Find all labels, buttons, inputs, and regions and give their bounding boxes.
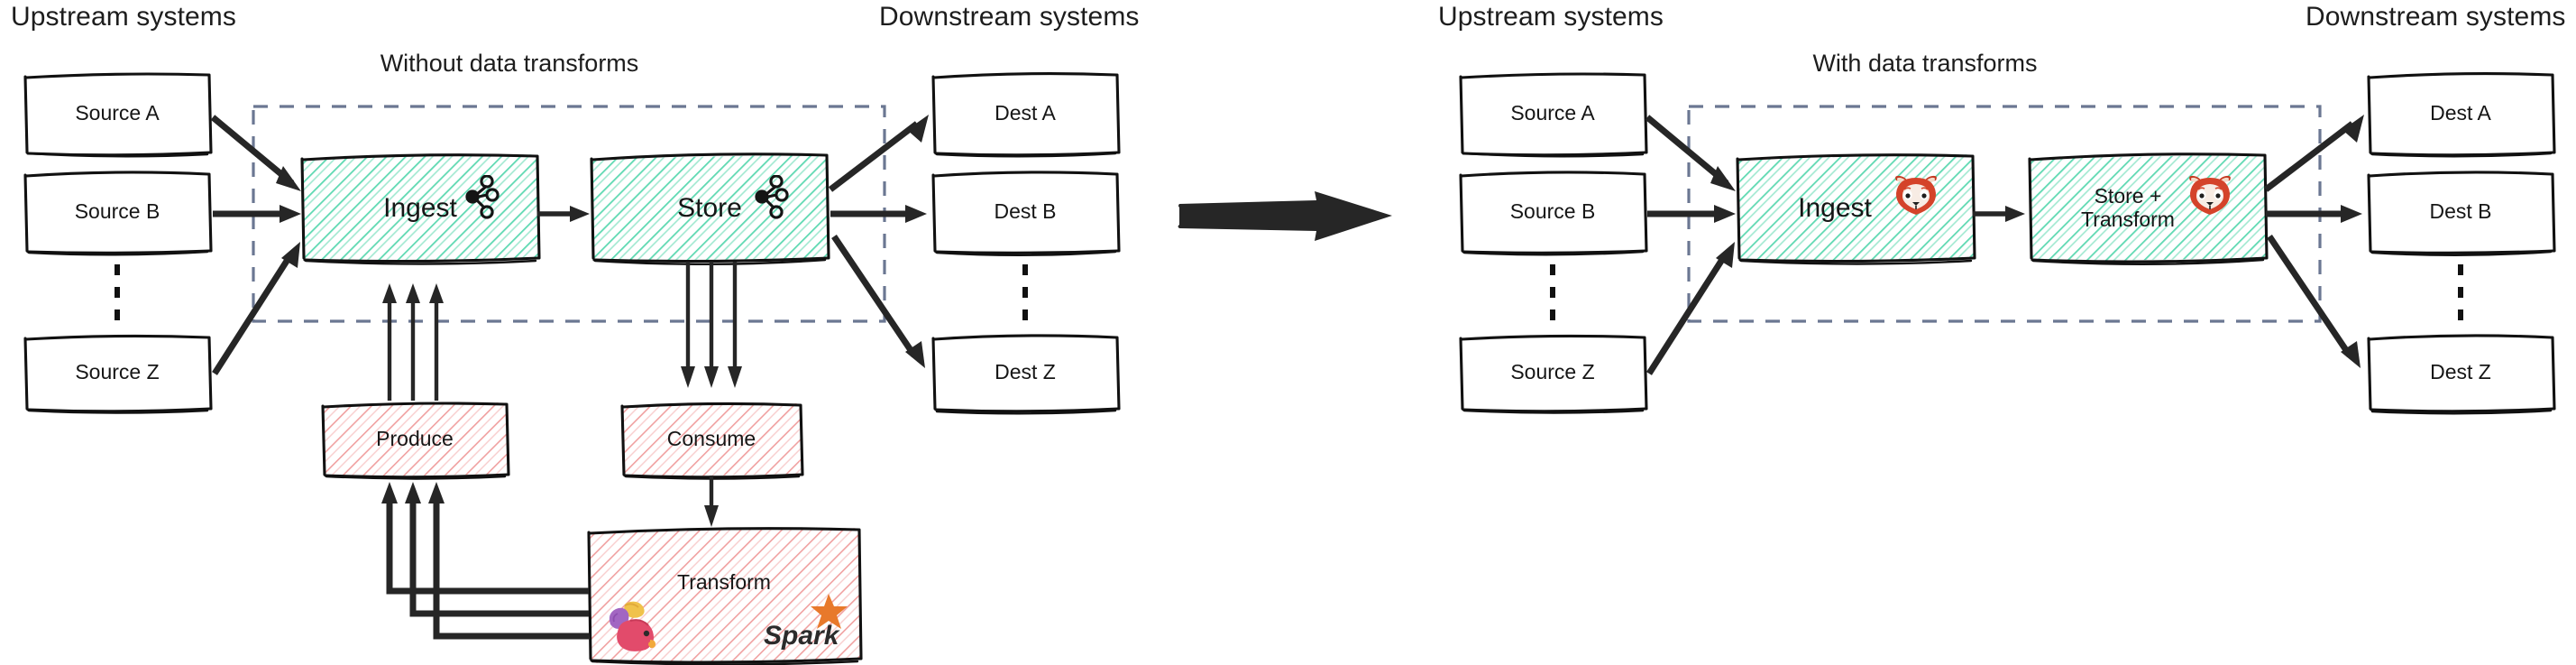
arrow-consume-to-transform-left xyxy=(704,476,719,527)
downstream-systems-label-left: Downstream systems xyxy=(879,2,1140,32)
node-dest-z-right[interactable]: Dest Z xyxy=(2367,334,2556,415)
arrow-store-to-destZ-right xyxy=(2267,235,2361,368)
node-dest-a-right[interactable]: Dest A xyxy=(2367,72,2556,158)
arrows-transform-to-produce-left xyxy=(381,482,589,640)
panel-title-right: With data transforms xyxy=(1812,50,2038,77)
arrow-sourceA-to-ingest-right xyxy=(1645,115,1736,191)
node-ingest-left[interactable]: Ingest xyxy=(300,153,541,265)
node-source-b-left[interactable]: Source B xyxy=(23,171,213,256)
arrow-store-to-destB-right xyxy=(2266,205,2362,223)
node-dest-b-right[interactable]: Dest B xyxy=(2367,171,2556,256)
panel-title-left: Without data transforms xyxy=(380,50,639,77)
upstream-systems-label-left: Upstream systems xyxy=(11,2,236,32)
arrow-sourceA-to-ingest-left xyxy=(210,115,301,191)
upstream-systems-label-right: Upstream systems xyxy=(1438,2,1664,32)
arrow-ingest-to-store-right xyxy=(1973,206,2025,222)
node-ingest-right[interactable]: Ingest xyxy=(1736,153,1976,265)
node-produce-left[interactable]: Produce xyxy=(321,402,510,480)
node-store-left[interactable]: Store xyxy=(590,152,830,265)
node-store-transform-right[interactable]: Store + Transform xyxy=(2028,152,2269,265)
right-arrow-icon xyxy=(1178,191,1392,241)
node-dest-b-left[interactable]: Dest B xyxy=(931,171,1121,256)
node-source-z-left[interactable]: Source Z xyxy=(23,334,213,414)
arrow-ingest-to-store-left xyxy=(537,206,590,222)
arrow-sourceB-to-ingest-left xyxy=(213,205,301,223)
arrow-sourceZ-to-ingest-left xyxy=(212,242,300,375)
node-dest-z-left[interactable]: Dest Z xyxy=(931,334,1121,415)
arrows-produce-to-ingest-left xyxy=(382,283,444,401)
arrow-store-to-destA-left xyxy=(828,115,929,192)
downstream-systems-label-right: Downstream systems xyxy=(2306,2,2566,32)
arrow-sourceB-to-ingest-right xyxy=(1647,205,1736,223)
node-consume-left[interactable]: Consume xyxy=(620,402,804,480)
node-source-z-right[interactable]: Source Z xyxy=(1459,334,1648,414)
node-source-b-right[interactable]: Source B xyxy=(1459,171,1648,256)
arrow-store-to-destA-right xyxy=(2263,115,2364,192)
node-dest-a-left[interactable]: Dest A xyxy=(931,72,1121,158)
node-source-a-right[interactable]: Source A xyxy=(1459,72,1648,158)
arrow-sourceZ-to-ingest-right xyxy=(1646,242,1735,375)
arrow-store-to-destB-left xyxy=(830,205,927,223)
arrow-store-to-destZ-left xyxy=(831,235,925,368)
node-source-a-left[interactable]: Source A xyxy=(23,72,213,158)
node-transform-left[interactable]: Transform Spark xyxy=(587,527,863,665)
arrows-store-to-consume-left xyxy=(681,262,742,388)
